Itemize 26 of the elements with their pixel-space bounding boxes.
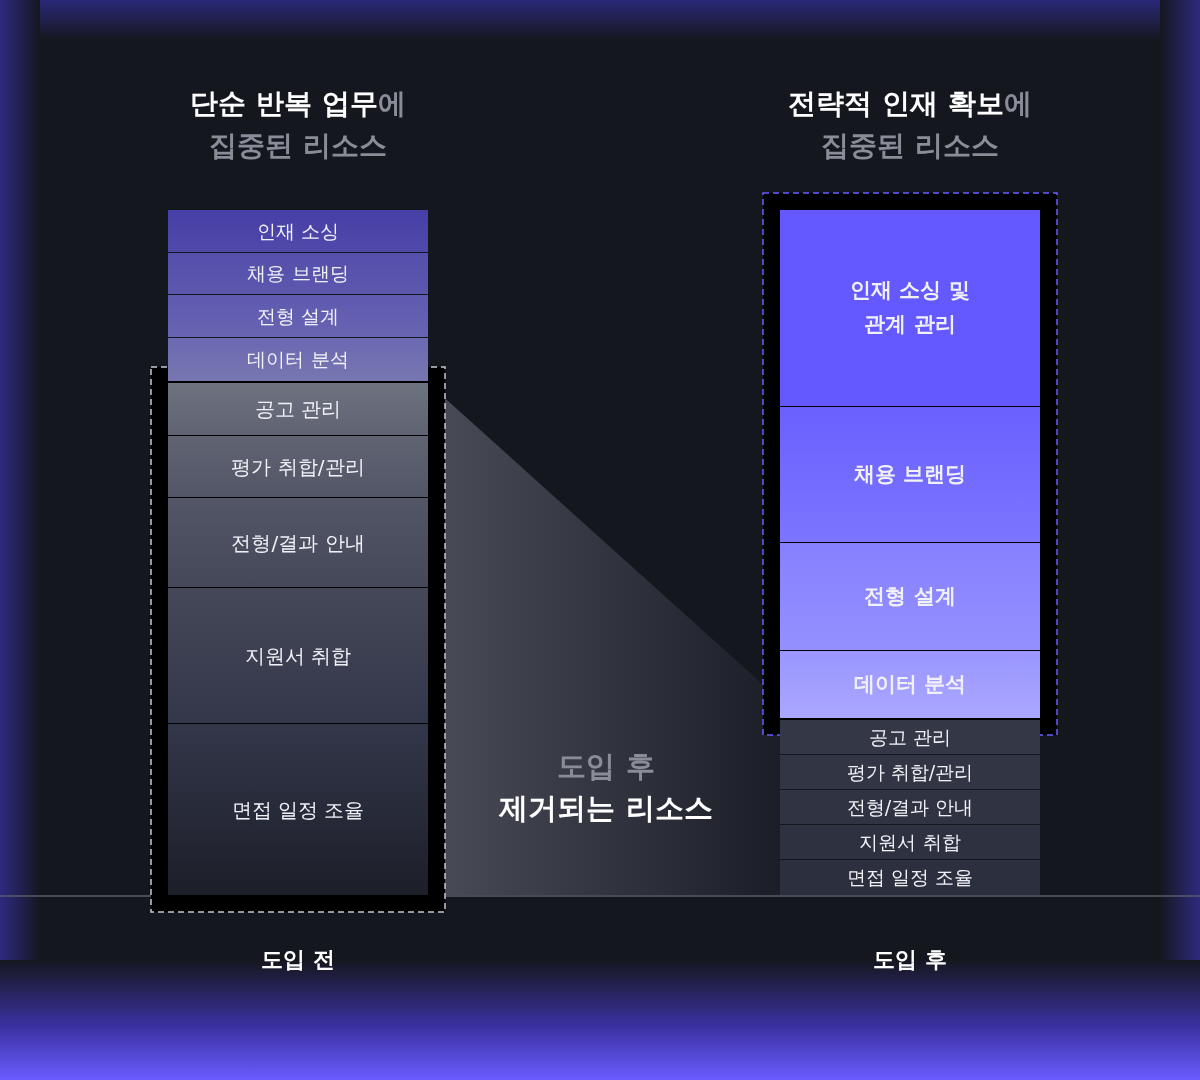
stack-box: 공고 관리: [780, 720, 1040, 754]
stack-box: 전형 설계: [168, 295, 428, 337]
column-label: 도입 후: [872, 946, 948, 974]
caption-text: 제거되는 리소스: [498, 790, 714, 827]
stack-box: 인재 소싱 및 관계 관리: [780, 210, 1040, 406]
heading: 전략적 인재 확보에: [787, 86, 1033, 122]
stack-box: 지원서 취합: [168, 588, 428, 723]
stack-box: 면접 일정 조율: [168, 724, 428, 895]
stack-box: 전형 설계: [780, 543, 1040, 650]
heading: 집중된 리소스: [208, 128, 388, 164]
stack-box: 전형/결과 안내: [780, 790, 1040, 824]
stack-box: 평가 취합/관리: [780, 755, 1040, 789]
stack-box: 전형/결과 안내: [168, 498, 428, 587]
heading: 단순 반복 업무에: [189, 86, 407, 122]
stack-box: 데이터 분석: [168, 338, 428, 381]
stack-box: 인재 소싱: [168, 210, 428, 252]
stack-box: 면접 일정 조율: [780, 860, 1040, 895]
stack-box: 공고 관리: [168, 383, 428, 435]
column-label: 도입 전: [260, 946, 336, 974]
stack-box: 데이터 분석: [780, 651, 1040, 718]
stack-box: 지원서 취합: [780, 825, 1040, 859]
heading: 집중된 리소스: [820, 128, 1000, 164]
caption-text: 도입 후: [556, 748, 656, 785]
stack-box: 채용 브랜딩: [780, 407, 1040, 542]
stack-box: 채용 브랜딩: [168, 253, 428, 294]
stack-box: 평가 취합/관리: [168, 436, 428, 497]
